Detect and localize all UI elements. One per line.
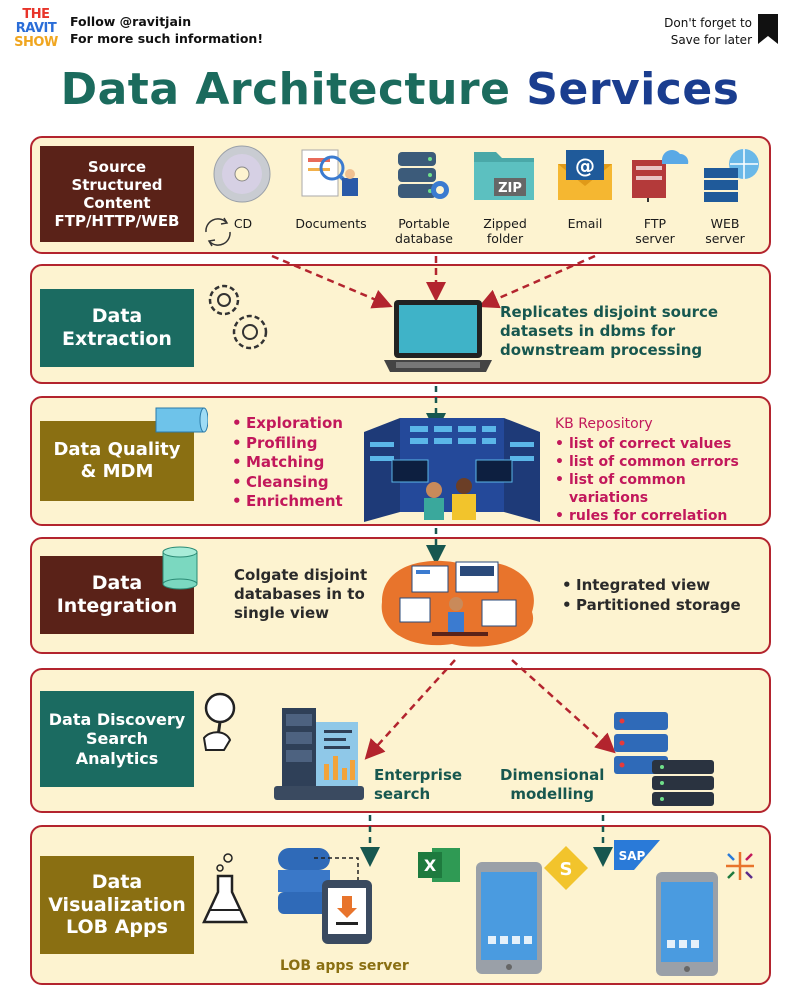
bookmark-icon[interactable] — [756, 12, 780, 46]
dimensional-servers-icon — [614, 712, 714, 806]
source-item-ftp-label: FTP server — [635, 216, 675, 246]
sap-logo-icon: SAP — [614, 840, 660, 870]
logo-line: THE — [22, 7, 50, 22]
source-item-database-label: Portable database — [395, 216, 453, 246]
integration-point: Partitioned storage — [562, 595, 741, 615]
svg-text:ZIP: ZIP — [498, 181, 522, 196]
label-visualization: Data Visualization LOB Apps — [40, 856, 194, 954]
page-title: Data Architecture Services — [0, 64, 800, 115]
cylinder-vertical-icon — [162, 546, 198, 590]
kb-item: list of correct values — [555, 435, 765, 453]
integration-description: Colgate disjoint databases in to single … — [234, 566, 368, 622]
source-item-cd-label: CD — [233, 216, 253, 231]
ravit-show-logo: THE RAVIT SHOW — [8, 8, 64, 54]
cylinder-icon — [155, 407, 208, 433]
zip-folder-icon: ZIP — [474, 152, 534, 200]
kb-item: rules for correlation — [555, 507, 765, 525]
sharepoint-letter: S — [560, 859, 573, 880]
follow-text: Follow @ravitjain For more such informat… — [70, 13, 263, 47]
email-icon: @ — [558, 150, 612, 200]
tableau-logo-icon — [726, 852, 754, 880]
integration-illustration — [381, 560, 534, 647]
data-center-illustration — [364, 418, 540, 522]
quality-step: Matching — [232, 453, 343, 473]
refresh-cycle-icon — [205, 217, 231, 247]
sharepoint-logo-icon: S — [544, 846, 588, 890]
magnifier-hand-icon — [202, 692, 236, 751]
label-quality: Data Quality & MDM — [40, 421, 194, 501]
svg-text:@: @ — [575, 154, 595, 178]
kb-repository-list: list of correct values list of common er… — [555, 435, 765, 525]
kb-repository-title: KB Repository — [555, 416, 653, 432]
quality-step: Exploration — [232, 414, 343, 434]
save-line-2: Save for later — [670, 33, 752, 47]
documents-icon — [301, 149, 358, 197]
follow-handle[interactable]: Follow @ravitjain — [70, 14, 192, 29]
source-item-email-label: Email — [567, 216, 603, 231]
title-part-1: Data Architecture — [60, 64, 511, 115]
tablet-icon-1 — [476, 862, 542, 974]
quality-step: Enrichment — [232, 492, 343, 512]
lob-apps-server-label: LOB apps server — [280, 958, 409, 974]
logo-line: RAVIT — [15, 21, 57, 36]
enterprise-search-illustration — [274, 708, 364, 800]
quality-step: Cleansing — [232, 473, 343, 493]
source-item-documents-label: Documents — [295, 216, 367, 231]
quality-steps-list: Exploration Profiling Matching Cleansing… — [232, 414, 343, 512]
ftp-server-icon — [632, 150, 689, 202]
flask-icon — [202, 853, 248, 924]
excel-letter: X — [424, 856, 437, 875]
laptop-icon — [384, 300, 492, 372]
quality-step: Profiling — [232, 434, 343, 454]
save-reminder: Don't forget to Save for later — [640, 15, 752, 49]
save-line-1: Don't forget to — [664, 16, 752, 30]
tablet-icon-2 — [656, 872, 718, 976]
label-extraction: Data Extraction — [40, 289, 194, 367]
dimensional-modelling-label: Dimensional modelling — [500, 766, 605, 803]
integration-point: Integrated view — [562, 575, 741, 595]
extraction-description: Replicates disjoint source datasets in d… — [500, 303, 719, 359]
source-item-zip-label: Zipped folder — [483, 216, 527, 246]
logo-line: SHOW — [14, 35, 58, 50]
gears-icon — [208, 284, 268, 350]
web-server-icon — [704, 149, 759, 202]
lob-server-icon — [278, 848, 372, 944]
label-discovery: Data Discovery Search Analytics — [40, 691, 194, 787]
cd-icon — [213, 145, 271, 203]
excel-logo-icon: X — [418, 848, 460, 882]
database-icon — [398, 152, 449, 199]
sap-letters: SAP — [619, 849, 646, 863]
source-item-web-label: WEB server — [705, 216, 745, 246]
label-source: Source Structured Content FTP/HTTP/WEB — [40, 146, 194, 242]
title-part-2: Services — [526, 64, 740, 115]
kb-item: list of common variations — [555, 471, 765, 507]
follow-tagline: For more such information! — [70, 31, 264, 46]
integration-points: Integrated view Partitioned storage — [562, 575, 741, 615]
enterprise-search-label: Enterprise search — [374, 766, 463, 803]
kb-item: list of common errors — [555, 453, 765, 471]
